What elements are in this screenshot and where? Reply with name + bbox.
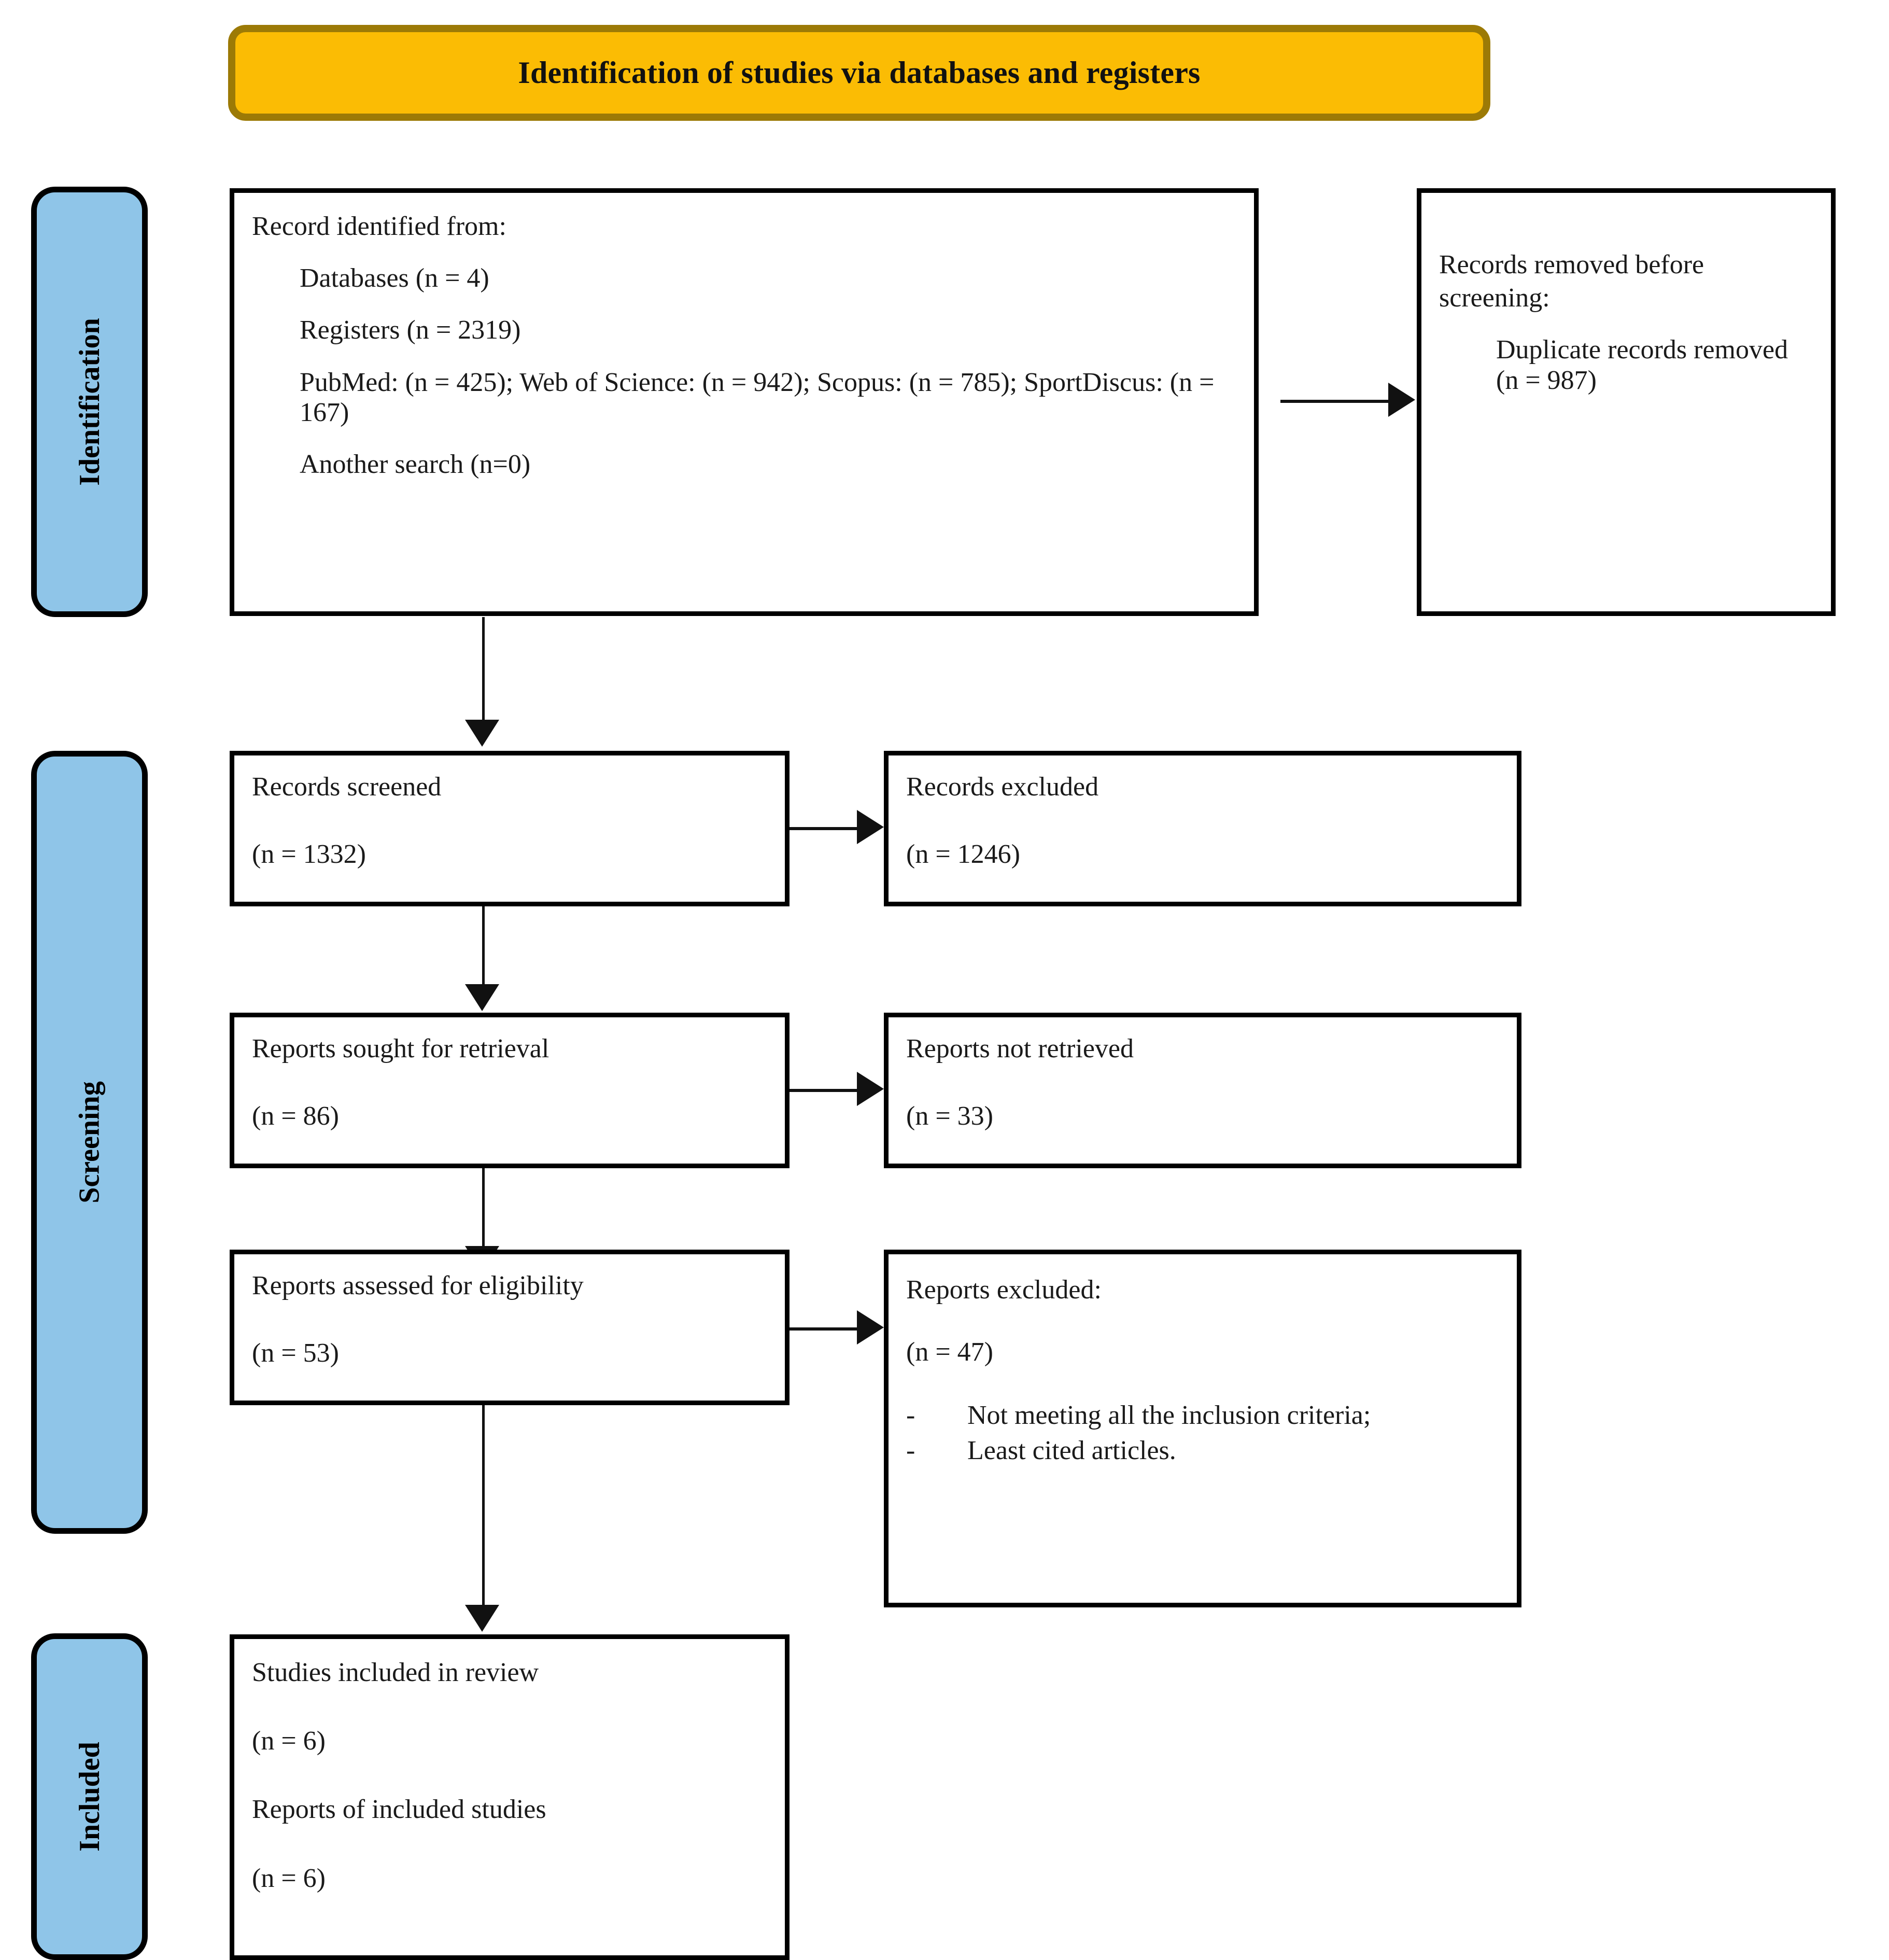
connector-assessed-to-excluded	[790, 1327, 857, 1331]
arrowhead-assessed-to-included	[465, 1605, 499, 1632]
arrowhead-identified-to-removed	[1388, 383, 1415, 417]
box-reports-sought: Reports sought for retrieval (n = 86)	[230, 1013, 790, 1168]
records-removed-detail: Duplicate records removed (n = 987)	[1496, 335, 1788, 395]
diagram-title: Identification of studies via databases …	[518, 55, 1201, 90]
studies-included-count: (n = 6)	[252, 1726, 326, 1756]
reports-excluded-label: Reports excluded:	[906, 1275, 1102, 1305]
studies-included-label: Studies included in review	[252, 1658, 539, 1687]
box-records-removed: Records removed before screening: Duplic…	[1417, 188, 1836, 616]
stage-pill-screening: Screening	[31, 751, 148, 1534]
stage-pill-identification: Identification	[31, 187, 148, 617]
connector-assessed-to-included	[482, 1405, 485, 1607]
stage-label-identification: Identification	[73, 318, 106, 486]
reports-of-included-label: Reports of included studies	[252, 1795, 546, 1825]
diagram-title-banner: Identification of studies via databases …	[228, 25, 1490, 121]
records-identified-databases: Databases (n = 4)	[300, 263, 489, 293]
reports-sought-count: (n = 86)	[252, 1101, 339, 1131]
records-screened-label: Records screened	[252, 772, 442, 802]
reports-assessed-label: Reports assessed for eligibility	[252, 1271, 584, 1300]
arrowhead-identified-to-screened	[465, 720, 499, 747]
connector-screened-to-excluded	[790, 827, 857, 830]
connector-sought-to-assessed	[482, 1168, 485, 1249]
list-item: - Least cited articles.	[906, 1435, 1499, 1466]
reports-excluded-count: (n = 47)	[906, 1337, 993, 1367]
arrowhead-screened-to-excluded	[857, 810, 884, 844]
connector-identified-to-screened	[482, 617, 485, 721]
connector-sought-to-not-retrieved	[790, 1089, 857, 1092]
arrowhead-screened-to-sought	[465, 984, 499, 1011]
records-excluded-count: (n = 1246)	[906, 839, 1020, 870]
arrowhead-sought-to-not-retrieved	[857, 1072, 884, 1106]
box-reports-excluded: Reports excluded: (n = 47) - Not meeting…	[884, 1250, 1521, 1607]
stage-label-screening: Screening	[73, 1081, 106, 1203]
records-removed-heading-line1: Records removed before	[1439, 250, 1704, 279]
box-records-identified: Record identified from: Databases (n = 4…	[230, 188, 1259, 616]
records-identified-heading: Record identified from:	[252, 212, 506, 241]
records-excluded-label: Records excluded	[906, 772, 1099, 802]
records-removed-heading-line2: screening:	[1439, 283, 1550, 313]
records-identified-registers: Registers (n = 2319)	[300, 315, 521, 345]
reports-of-included-count: (n = 6)	[252, 1863, 326, 1893]
records-screened-count: (n = 1332)	[252, 839, 366, 870]
reports-assessed-count: (n = 53)	[252, 1338, 339, 1368]
reports-excluded-reason-2: Least cited articles.	[967, 1435, 1176, 1465]
box-reports-assessed: Reports assessed for eligibility (n = 53…	[230, 1250, 790, 1405]
box-records-screened: Records screened (n = 1332)	[230, 751, 790, 906]
connector-identified-to-removed	[1280, 400, 1388, 403]
reports-not-retrieved-count: (n = 33)	[906, 1101, 993, 1131]
reports-not-retrieved-label: Reports not retrieved	[906, 1034, 1134, 1063]
list-item: - Not meeting all the inclusion criteria…	[906, 1399, 1499, 1431]
stage-label-included: Included	[73, 1742, 106, 1852]
box-studies-included: Studies included in review (n = 6) Repor…	[230, 1634, 790, 1960]
records-identified-sources: PubMed: (n = 425); Web of Science: (n = …	[300, 367, 1215, 427]
records-identified-another-search: Another search (n=0)	[300, 450, 531, 480]
bullet-marker: -	[906, 1401, 915, 1431]
reports-excluded-reasons-list: - Not meeting all the inclusion criteria…	[906, 1399, 1499, 1466]
stage-pill-included: Included	[31, 1633, 148, 1960]
bullet-marker: -	[906, 1435, 915, 1465]
box-reports-not-retrieved: Reports not retrieved (n = 33)	[884, 1013, 1521, 1168]
reports-sought-label: Reports sought for retrieval	[252, 1034, 549, 1063]
arrowhead-assessed-to-excluded	[857, 1310, 884, 1345]
connector-screened-to-sought	[482, 906, 485, 987]
box-records-excluded: Records excluded (n = 1246)	[884, 751, 1521, 906]
reports-excluded-reason-1: Not meeting all the inclusion criteria;	[967, 1401, 1371, 1431]
